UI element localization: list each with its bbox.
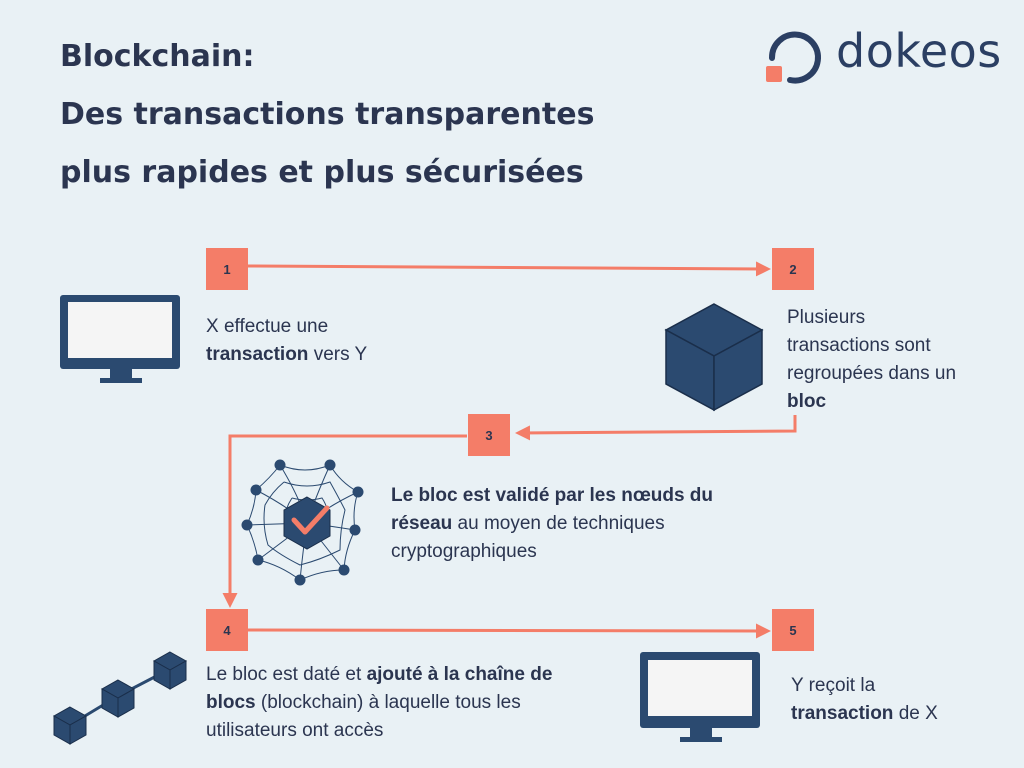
- title-line-1: Blockchain:: [60, 39, 255, 74]
- title-line-3: plus rapides et plus sécurisées: [60, 155, 584, 190]
- arrow-2-to-3: [515, 415, 797, 441]
- step-1-text: X effectue une transaction vers Y: [206, 316, 368, 365]
- arrow-4-to-5: [247, 623, 771, 639]
- step-1-badge: 1: [206, 248, 248, 290]
- arrow-1-to-2: [247, 261, 771, 277]
- chain-of-blocks-icon: [52, 651, 188, 745]
- step-3-text: Le bloc est validé par les nœuds du rése…: [391, 485, 714, 562]
- cube-icon: [664, 303, 764, 412]
- step-4-text: Le bloc est daté et ajouté à la chaîne d…: [206, 664, 553, 741]
- logo-wordmark: dokeos: [836, 24, 1002, 78]
- dokeos-logo: dokeos: [760, 24, 1010, 86]
- page-title: Blockchain: Des transactions transparent…: [60, 28, 594, 202]
- dokeos-logo-mark-icon: [766, 31, 821, 84]
- step-4-badge: 4: [206, 609, 248, 651]
- step-2-badge: 2: [772, 248, 814, 290]
- title-line-2: Des transactions transparentes: [60, 97, 595, 132]
- monitor-icon: [640, 652, 760, 742]
- monitor-icon: [60, 295, 180, 383]
- network-check-icon: [241, 459, 364, 586]
- step-5-text: Y reçoit la transaction de X: [791, 675, 938, 724]
- step-5-badge: 5: [772, 609, 814, 651]
- step-3-badge: 3: [468, 414, 510, 456]
- arrow-3-to-4: [222, 434, 467, 608]
- step-2-text: Plusieurs transactions sont regroupées d…: [787, 307, 957, 412]
